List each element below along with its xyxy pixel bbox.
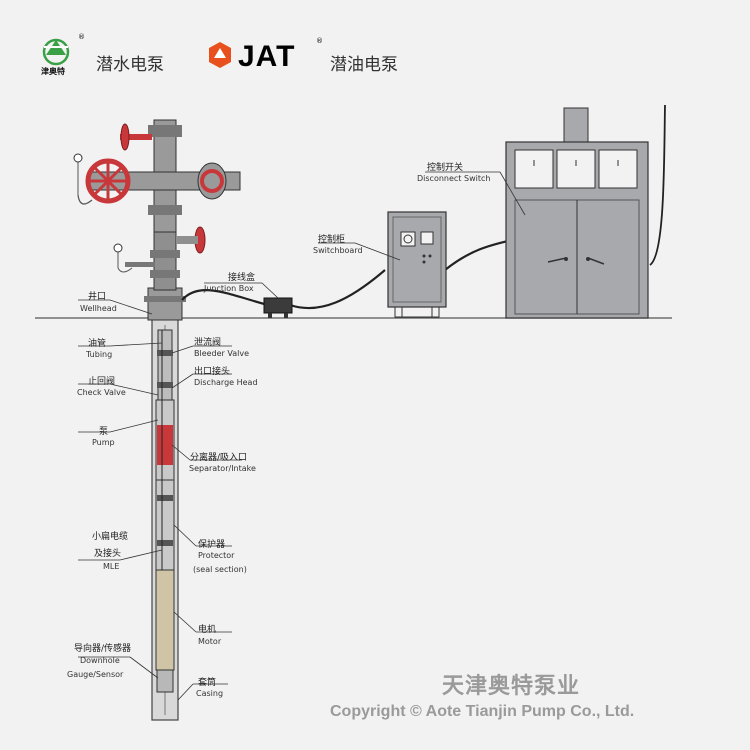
logo2-registered-mark: ® bbox=[316, 37, 323, 45]
casing-label-cn: 套筒 bbox=[198, 678, 217, 688]
logo-jat-emblem bbox=[209, 42, 231, 68]
company-name-cn: 天津奥特泵业 bbox=[442, 674, 581, 699]
pump-label-en: Pump bbox=[92, 438, 115, 447]
discharge-head-label-en: Discharge Head bbox=[194, 378, 258, 387]
bleeder-valve-label-cn: 泄流阀 bbox=[194, 338, 222, 348]
logo-aote-emblem bbox=[42, 38, 70, 66]
christmas-tree-wellhead bbox=[73, 119, 241, 321]
protector-label-en2: (seal section) bbox=[193, 565, 247, 574]
motor-label-en: Motor bbox=[198, 637, 222, 646]
brand2-name: 潜油电泵 bbox=[330, 55, 398, 75]
switchboard-label-en: Switchboard bbox=[313, 246, 363, 255]
protector-label-en1: Protector bbox=[198, 551, 235, 560]
check-valve-label-cn: 止回阀 bbox=[88, 377, 116, 387]
discharge-head-label-cn: 出口接头 bbox=[194, 367, 231, 377]
separator-label-cn: 分离器/吸入口 bbox=[190, 453, 248, 463]
switchboard-cabinet bbox=[387, 211, 447, 318]
downhole-gauge bbox=[156, 669, 174, 693]
leader-lines bbox=[78, 171, 526, 701]
motor-label-cn: 电机 bbox=[198, 625, 217, 635]
separator-intake-red bbox=[157, 425, 173, 465]
brand1-name: 潜水电泵 bbox=[96, 55, 164, 75]
check-valve-label-en: Check Valve bbox=[77, 388, 126, 397]
mle-label-cn2: 及接头 bbox=[94, 549, 122, 559]
downhole-string bbox=[155, 329, 175, 693]
downhole-label-en1: Downhole bbox=[80, 656, 120, 665]
logo1-text: 津奥特 bbox=[41, 67, 65, 76]
protector-section bbox=[155, 479, 175, 571]
bleeder-valve-label-en: Bleeder Valve bbox=[194, 349, 250, 358]
wellhead-label-cn: 井口 bbox=[88, 292, 107, 302]
mle-label-en: MLE bbox=[103, 562, 120, 571]
downhole-label-cn: 导向器/传感器 bbox=[74, 644, 132, 654]
junction-box-label-cn: 接线盒 bbox=[228, 273, 256, 283]
tubing-label-cn: 油管 bbox=[88, 339, 107, 349]
motor-section bbox=[155, 569, 175, 671]
copyright-text: Copyright © Aote Tianjin Pump Co., Ltd. bbox=[330, 703, 635, 720]
junction-box bbox=[263, 297, 293, 318]
logo2-text: JAT bbox=[238, 40, 296, 73]
pump-label-cn: 泵 bbox=[99, 427, 109, 437]
disconnect-switch-cabinet bbox=[505, 107, 649, 319]
disconnect-switch-label-en: Disconnect Switch bbox=[417, 174, 491, 183]
separator-label-en: Separator/Intake bbox=[189, 464, 256, 473]
casing-label-en: Casing bbox=[196, 689, 224, 698]
tubing-label-en: Tubing bbox=[86, 350, 113, 359]
junction-box-label-en: Junction Box bbox=[204, 284, 254, 293]
disconnect-switch-label-cn: 控制开关 bbox=[427, 163, 464, 173]
protector-label-cn: 保护器 bbox=[198, 540, 226, 550]
logo1-registered-mark: ® bbox=[78, 33, 85, 41]
switchboard-label-cn: 控制柜 bbox=[318, 235, 346, 245]
wellhead-label-en: Wellhead bbox=[80, 304, 117, 313]
mle-label-cn1: 小扁电缆 bbox=[92, 532, 129, 542]
downhole-label-en2: Gauge/Sensor bbox=[67, 670, 124, 679]
